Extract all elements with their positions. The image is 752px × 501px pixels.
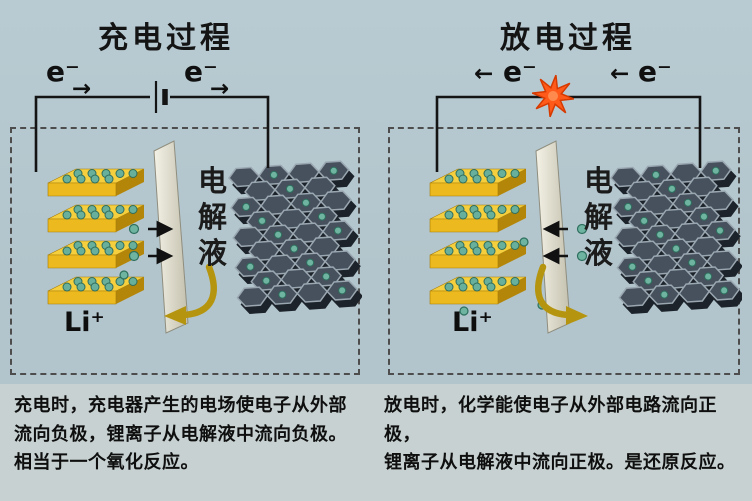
discharge-cell-box: 电解液 Li⁺ [388,127,740,375]
charge-cell-graphic [12,140,362,334]
discharge-electron-arrow-right: ← [610,61,630,87]
discharge-cell-graphic [390,140,742,334]
charge-lithium-label: Li⁺ [64,307,105,338]
discharge-electrolyte-label: 电解液 [584,164,614,270]
charge-description: 充电时，充电器产生的电场使电子从外部 流向负极，锂离子从电解液中流向负极。 相当… [14,392,380,478]
discharge-electron-right: e⁻ [638,55,672,88]
caption-background [0,384,752,501]
charge-anode-yellow-electrode [48,169,144,304]
description-line: 相当于一个氧化反应。 [14,452,199,473]
charge-electron-arrow-left: → [72,76,92,102]
discharge-positive-yellow-electrode [430,169,526,304]
charge-electrolyte-label: 电解液 [198,164,228,270]
discharge-reaction-curved-arrow [535,263,588,325]
charge-title: 充电过程 [98,21,234,56]
description-line: 流向负极，锂离子从电解液中流向负极。 [14,423,347,445]
discharge-ion-flow-arrows [542,220,568,265]
description-line: 充电时，充电器产生的电场使电子从外部 [14,395,347,416]
charge-electron-arrow-right: → [210,76,230,102]
charge-lithium-ions [119,220,174,280]
battery-symbol-icon [154,81,168,113]
discharge-title: 放电过程 [500,21,636,56]
charge-ion-flow-arrows [148,220,174,265]
discharge-description: 放电时，化学能使电子从外部电路流向正极， 锂离子从电解液中流向正极。是还原反应。 [384,392,750,478]
description-line: 锂离子从电解液中流向正极。是还原反应。 [384,452,736,473]
discharge-electron-arrow-left: ← [474,61,494,87]
charge-separator [153,140,189,334]
charge-cathode-graphite-electrode [228,160,362,313]
description-line: 放电时，化学能使电子从外部电路流向正极， [384,395,717,445]
charge-electron-left: e⁻ [46,55,80,88]
charge-cell-box: 电解液 Li⁺ [10,127,360,375]
discharge-lithium-label: Li⁺ [452,307,493,338]
discharge-electron-left: e⁻ [503,55,537,88]
discharge-negative-graphite-electrode [610,160,742,313]
charge-electron-right: e⁻ [184,55,218,88]
charge-reaction-curved-arrow [164,263,217,325]
